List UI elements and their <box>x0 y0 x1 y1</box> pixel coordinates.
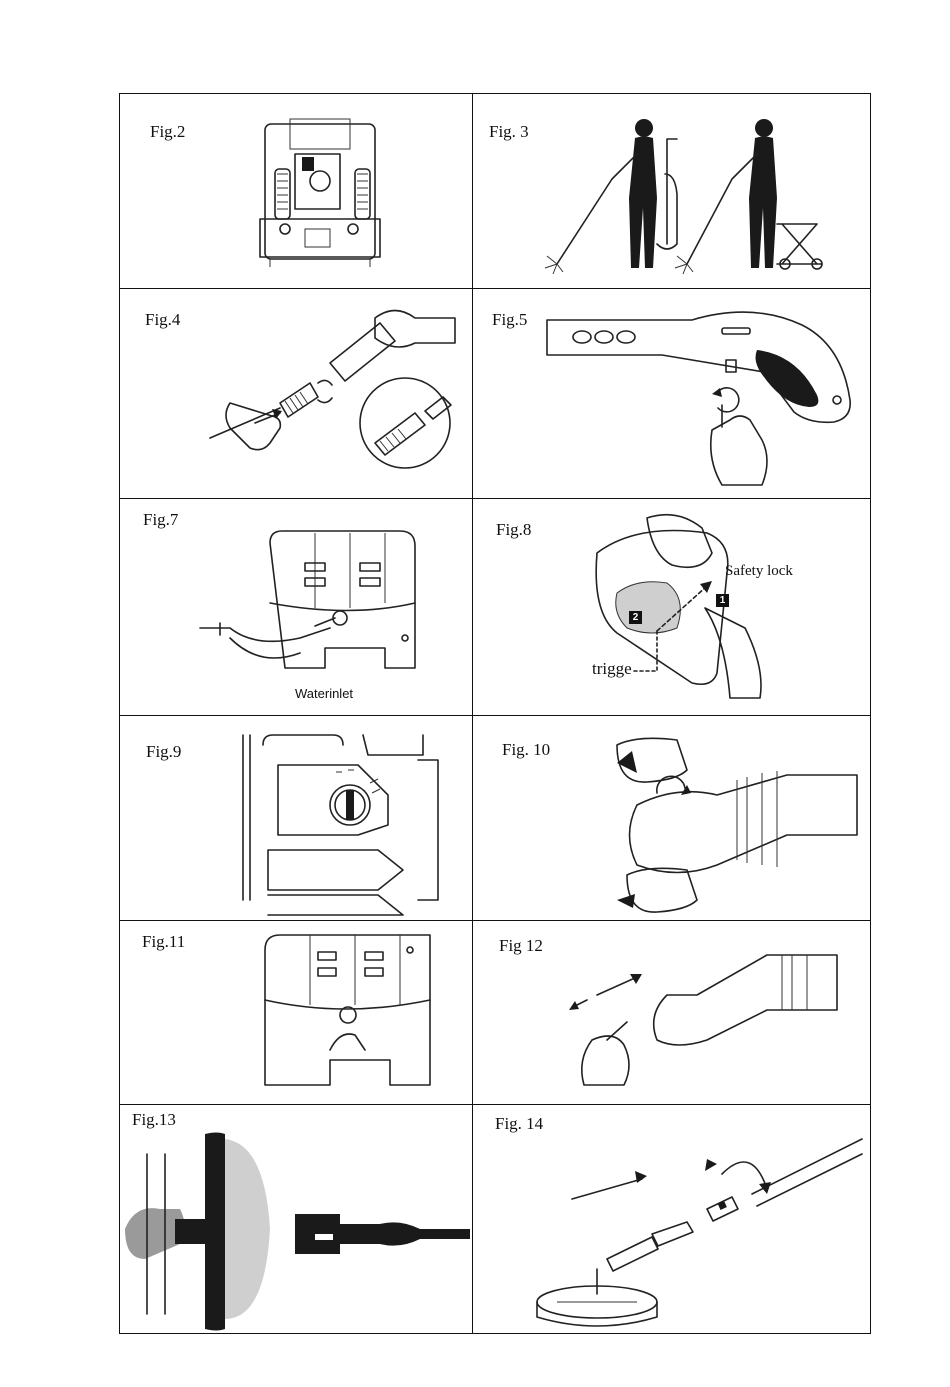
surface-cleaner-attachment-photo <box>125 1134 470 1329</box>
surface-cleaner-lance-illustration <box>512 1124 862 1329</box>
figure-label: Fig.9 <box>146 742 181 762</box>
figure-label: Fig.13 <box>132 1110 176 1130</box>
figure-label: Fig 12 <box>499 936 543 956</box>
spray-gun-assembly-illustration <box>542 300 872 495</box>
safety-lock-label: Safety lock <box>725 563 793 580</box>
figure-cell-7: Fig.7 Waterinlet <box>120 498 472 715</box>
step-marker-1: 1 <box>716 594 729 607</box>
figure-cell-11: Fig.11 <box>120 920 472 1104</box>
figure-cell-14: Fig. 14 <box>472 1104 872 1335</box>
figure-cell-10: Fig. 10 <box>472 715 872 920</box>
figure-label: Fig. 3 <box>489 122 529 142</box>
figure-grid: Fig.2 Fig. 3 <box>119 93 871 1334</box>
figure-cell-8: Fig.8 2 1 Safety lock trigge <box>472 498 872 715</box>
outlet-connection-illustration <box>260 930 440 1090</box>
figure-cell-2: Fig.2 <box>120 94 472 288</box>
figure-cell-9: Fig.9 <box>120 715 472 920</box>
figure-label: Fig.11 <box>142 932 185 952</box>
nozzle-adjustment-illustration <box>597 735 857 915</box>
figure-cell-4: Fig.4 <box>120 288 472 498</box>
step-marker-2: 2 <box>629 611 642 624</box>
figure-label: Fig. 10 <box>502 740 550 760</box>
power-switch-illustration <box>238 735 443 920</box>
operator-posture-illustration <box>527 114 837 274</box>
hose-connection-illustration <box>210 303 460 488</box>
trigger-label: trigge <box>592 659 632 679</box>
figure-label: Fig.7 <box>143 510 178 530</box>
figure-cell-13: Fig.13 <box>120 1104 472 1335</box>
figure-label: Fig.4 <box>145 310 180 330</box>
figure-cell-5: Fig.5 <box>472 288 872 498</box>
pressure-washer-rear-illustration <box>250 119 390 269</box>
water-inlet-illustration <box>200 528 425 683</box>
figure-label: Fig.2 <box>150 122 185 142</box>
figure-cell-12: Fig 12 <box>472 920 872 1104</box>
figure-label: Fig.8 <box>496 520 531 540</box>
figure-cell-3: Fig. 3 <box>472 94 872 288</box>
nozzle-cleaning-illustration <box>557 930 867 1100</box>
water-inlet-caption: Waterinlet <box>295 686 353 701</box>
figure-label: Fig.5 <box>492 310 527 330</box>
